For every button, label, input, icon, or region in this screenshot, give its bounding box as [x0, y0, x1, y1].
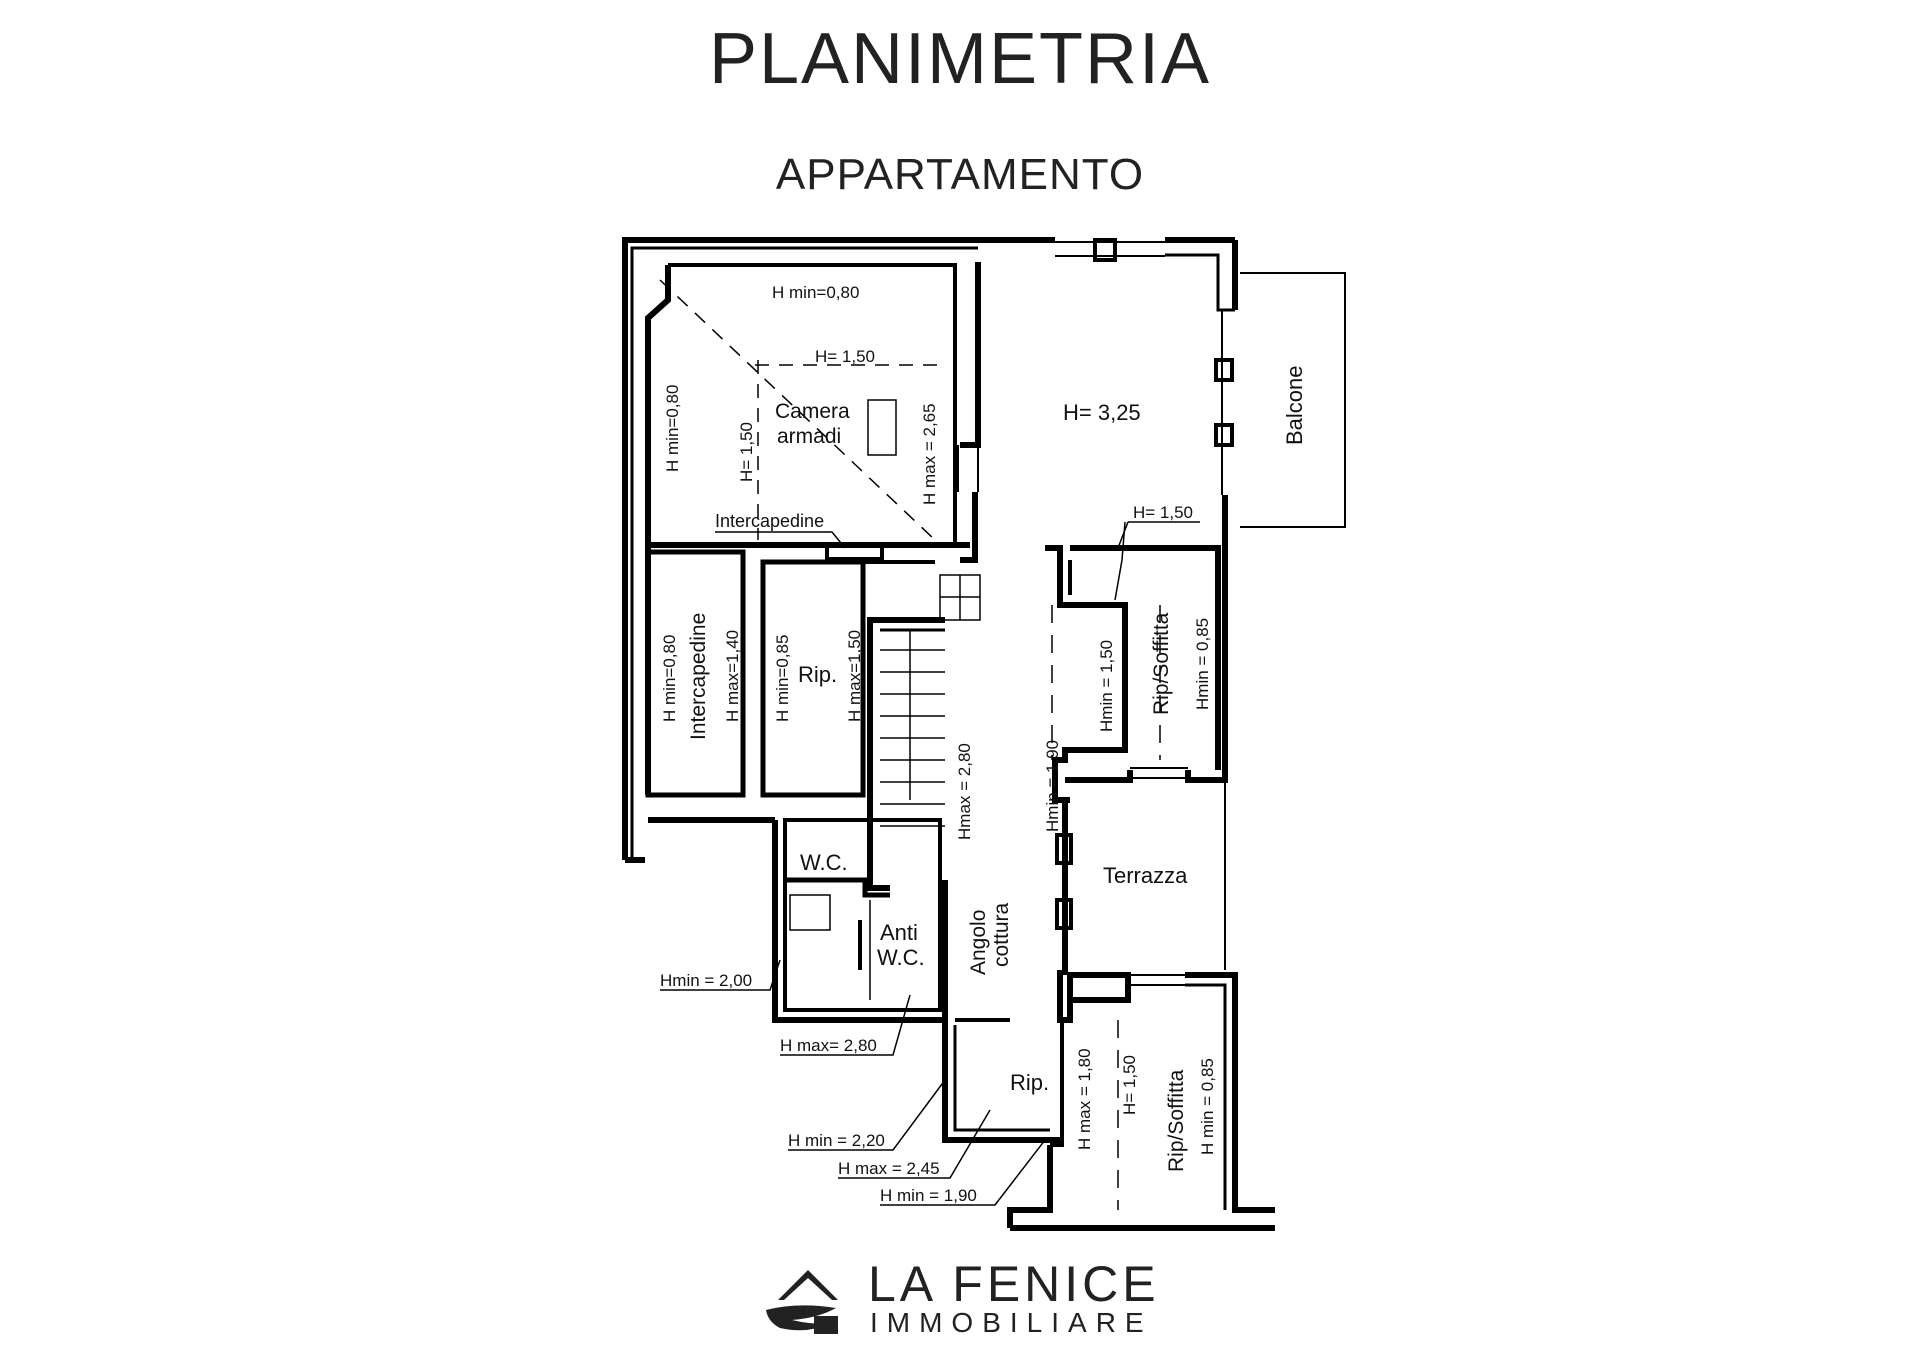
window-terrazza-2: [1055, 898, 1073, 930]
wall-rip-bottom: [942, 1020, 1060, 1143]
intercapedine-vent: [825, 543, 884, 561]
height-h-max-265: H max = 2,65: [920, 403, 939, 505]
leader-hmax245: [838, 1109, 991, 1179]
height-h-max-280: H max= 2,80: [780, 1036, 877, 1055]
leader-hmin220: [788, 1079, 946, 1151]
height-h-min-190: H min = 1,90: [880, 1186, 977, 1205]
phoenix-icon: [778, 1270, 838, 1300]
label-rip-soffitta-top: Rip/Soffitta: [1150, 612, 1173, 715]
wall-camera-right-lower: [960, 492, 978, 563]
label-anti-2: W.C.: [877, 945, 925, 970]
page-title: PLANIMETRIA: [708, 19, 1212, 99]
height-h-min-085-soffitta: Hmin = 0,85: [1193, 618, 1212, 710]
label-intercapedine-top: Intercapedine: [715, 511, 824, 531]
height-h-max-245: H max = 2,45: [838, 1159, 940, 1178]
brand-logo-mark: [766, 1270, 838, 1334]
label-camera-2: armadi: [777, 425, 841, 448]
height-h-150-vert: H= 1,50: [737, 422, 756, 482]
camera-diagonal: [659, 279, 936, 541]
wall-wc-outer: [625, 817, 948, 1023]
room-labels: Camera armadi H= 3,25 Balcone Intercaped…: [687, 365, 1307, 1172]
wall-soffitta-b-right: [1185, 983, 1227, 1210]
label-angolo-1: Angolo: [967, 910, 990, 975]
height-h-150-horiz: H= 1,50: [815, 347, 875, 366]
wc-fixture: [789, 894, 831, 931]
window-right-1: [1214, 358, 1234, 382]
camera-fixture: [867, 399, 897, 456]
height-h-min-085-bottom: H min = 0,85: [1198, 1058, 1217, 1155]
wall-camera-top: [668, 263, 957, 545]
height-h-min-190-corridor: Hmin = 1,90: [1043, 740, 1062, 832]
leader-hmax280: [780, 994, 911, 1056]
label-angolo-2: cottura: [990, 902, 1013, 967]
label-wc: W.C.: [800, 850, 848, 875]
wall-camera-right: [960, 262, 981, 448]
wall-outer-top: [622, 237, 1055, 860]
height-h-max-180: H max = 1,80: [1075, 1048, 1094, 1150]
wall-rip-bottom-inner: [953, 1025, 1050, 1132]
height-h-min-080-vert: H min=0,80: [663, 385, 682, 472]
label-intercapedine-left: Intercapedine: [687, 613, 710, 740]
wall-soffitta-bottom-2: [1185, 770, 1228, 783]
height-labels: H min=0,80 H= 1,50 H min=0,80 H= 1,50 H …: [660, 283, 1217, 1205]
wall-outer-top-inner: [630, 246, 978, 860]
wall-soffitta-b-top-2: [1185, 972, 1275, 1213]
label-rip-soffitta-bottom: Rip/Soffitta: [1165, 1069, 1188, 1172]
window-right-2: [1214, 423, 1234, 447]
height-h-min-150-soffitta: Hmin = 1,50: [1097, 640, 1116, 732]
wall-bottom-left: [1007, 1145, 1053, 1228]
height-h-150-right: H= 1,50: [1133, 503, 1193, 522]
leader-hmin190: [880, 1139, 1046, 1206]
leader-lines: [660, 521, 1200, 1206]
leader-hmin200: [660, 959, 781, 991]
label-anti-1: Anti: [880, 920, 918, 945]
wall-wc-partition: [785, 877, 890, 898]
label-balcone: Balcone: [1282, 365, 1307, 445]
logo-base-icon: [814, 1316, 838, 1334]
page-subtitle: APPARTAMENTO: [775, 150, 1145, 199]
height-h-150-bottom: H= 1,50: [1120, 1055, 1139, 1115]
label-rip-bottom: Rip.: [1010, 1070, 1049, 1095]
height-h-max-140: H max=1,40: [723, 630, 742, 722]
height-h-min-085-rip: H min=0,85: [773, 635, 792, 722]
wc-room: [783, 818, 942, 1012]
wall-soffitta-bottom: [1065, 770, 1133, 783]
wall-corridor-mid: [1045, 545, 1128, 803]
height-h-min-080-left: H min=0,80: [660, 635, 679, 722]
height-h-min-220: H min = 2,20: [788, 1131, 885, 1150]
brand-tagline: IMMOBILIARE: [870, 1307, 1153, 1338]
leader-intercapedine: [715, 531, 846, 549]
label-main-room: H= 3,25: [1063, 400, 1141, 425]
balcone-outline: [1240, 272, 1346, 528]
wall-soffitta-b-top: [1057, 970, 1131, 1023]
wall-soffitta-b-left: [1050, 1020, 1064, 1147]
wall-soffitta-top: [1070, 545, 1221, 770]
leader-h150-main: [1114, 521, 1126, 601]
height-h-min-080-top: H min=0,80: [772, 283, 859, 302]
height-h-max-280-stairs: Hmax = 2,80: [955, 743, 974, 840]
brand-name: LA FENICE: [868, 1256, 1160, 1312]
label-rip-left: Rip.: [798, 662, 837, 687]
stairs-steps: [880, 630, 945, 827]
height-h-min-200: Hmin = 2,00: [660, 971, 752, 990]
walls: [622, 237, 1346, 1231]
wall-top-right-inner: [1165, 253, 1235, 312]
rip-left-room: [760, 559, 866, 798]
stairs-outer: [867, 617, 945, 891]
height-h-max-150-rip: H max=1,50: [845, 630, 864, 722]
window-terrazza-1: [1055, 833, 1073, 865]
leader-h150-right: [1117, 521, 1200, 549]
label-terrazza: Terrazza: [1103, 863, 1188, 888]
label-camera-1: Camera: [775, 400, 850, 423]
intercapedine-room: [645, 549, 746, 798]
window-top: [1093, 238, 1117, 262]
